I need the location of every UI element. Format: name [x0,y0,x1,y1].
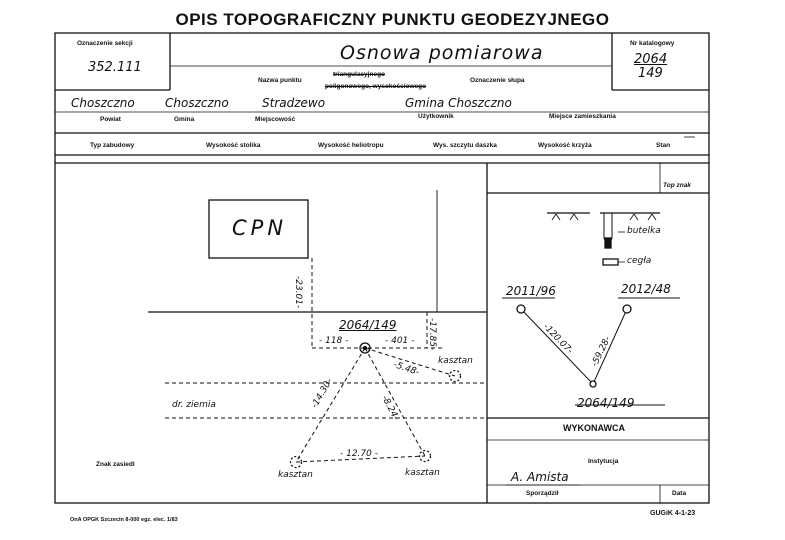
zamieszkanie-label: Miejsce zamieszkania [549,113,616,120]
sporzadzil-label: Sporządził [526,490,559,497]
catalog-value-top: 2064 [634,52,668,67]
powiat-label: Powiat [100,116,121,123]
uzytkownik-label: Użytkownik [418,113,454,120]
point-label-sketch: 2064/149 [339,318,397,332]
dist-2301: -23.01- [293,276,303,309]
dist-1785: -17.85- [427,318,437,351]
miejscowosc-label: Miejscowość [255,116,296,123]
catalog-label: Nr katalogowy [630,40,675,47]
instytucja-label: Instytucja [588,458,619,465]
tree-top-right-label: kasztan [438,356,473,366]
footer-left-note: OnA OPGK Szczecin 8-000 egz. elec. 1/83 [70,517,178,523]
data-label: Data [672,490,687,497]
tree-bottom-right-label: kasztan [405,468,440,478]
stolik-label: Wysokość stolika [206,142,261,149]
gmina-value: Choszczno [165,96,229,110]
page-title: OPIS TOPOGRAFICZNY PUNKTU GEODEZYJNEGO [175,10,610,29]
road-label: dr. ziemia [172,400,216,410]
catalog-value-bottom: 149 [638,66,663,81]
zasiek-label: Znak zasiedl [96,461,135,468]
legend-butelka: butelka [627,226,661,236]
footer-right-code: GUGiK 4-1-23 [650,510,696,517]
legend-cegla: cegła [627,256,652,266]
network-right-point: 2012/48 [621,282,671,296]
stan-label: Stan [656,142,671,149]
typ-zabudowy-label: Typ zabudowy [90,142,135,149]
uzytkownik-value: Gmina Choszczno [405,96,512,110]
dist-118: - 118 - [319,336,349,346]
wykonawca-label: WYKONAWCA [563,423,625,433]
heliotrop-label: Wysokość heliotropu [318,142,384,149]
marker-label: Oznaczenie słupa [470,77,525,84]
sporzadzil-value: A. Amista [511,470,569,484]
section-value: 352.111 [88,60,142,75]
point-name-label: Nazwa punktu [258,77,302,84]
daszek-label: Wys. szczytu daszka [433,142,497,149]
krzyz-label: Wysokość krzyża [538,142,592,149]
dist-401: - 401 - [385,336,415,346]
point-type-option-1: triangulacyjnego [333,71,386,78]
point-type-option-2: poligonowego, wysokościowego [325,83,427,90]
building-label: CPN [232,216,288,240]
network-bottom-point: 2064/149 [577,396,635,410]
powiat-value: Choszczno [71,96,135,110]
point-name-value: Osnowa pomiarowa [340,42,544,64]
dist-1270: - 12.70 - [340,449,378,459]
section-label: Oznaczenie sekcji [77,40,133,47]
tree-bottom-left-label: kasztan [278,470,313,480]
top-znak-label: Top znak [663,182,691,189]
miejscowosc-value: Stradzewo [262,96,326,110]
gmina-label: Gmina [174,116,195,123]
network-left-point: 2011/96 [506,284,556,298]
